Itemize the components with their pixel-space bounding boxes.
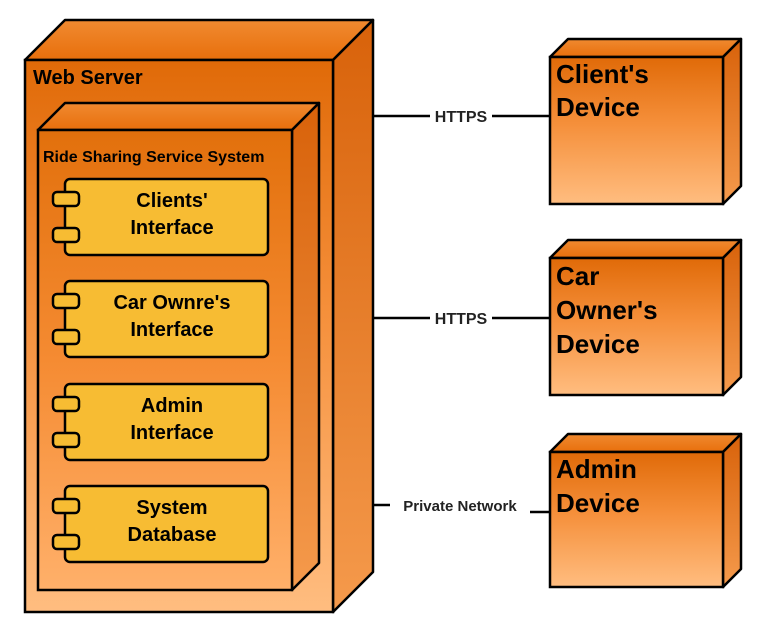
device-label: Owner's <box>556 295 658 325</box>
device-label: Device <box>556 488 640 518</box>
device-label: Device <box>556 92 640 122</box>
web-server-title: Web Server <box>33 67 143 89</box>
system-side-face <box>290 101 321 592</box>
client-device-top-face <box>548 37 743 59</box>
component-port-icon <box>51 226 81 244</box>
component-box <box>63 382 270 462</box>
connection-label: HTTPS <box>435 311 488 328</box>
component-label: Admin <box>141 395 203 417</box>
component-port-icon <box>51 292 81 310</box>
device-label: Client's <box>556 59 649 89</box>
component-port-icon <box>51 497 81 515</box>
connection-label: Private Network <box>403 498 517 515</box>
component-box <box>63 279 270 359</box>
component-port-icon <box>51 190 81 208</box>
component-car-owner-interface: Car Ownre's Interface <box>51 279 270 359</box>
component-label: Clients' <box>136 190 207 212</box>
admin-device-top-face <box>548 432 743 454</box>
client-device-front-face <box>548 55 725 206</box>
connection-private-network: Private Network <box>373 498 550 515</box>
car-owner-device-node: Car Owner's Device <box>548 238 743 397</box>
component-port-icon <box>51 431 81 449</box>
device-label: Device <box>556 329 640 359</box>
component-label: Car Ownre's <box>113 292 230 314</box>
web-server-side-face <box>331 18 375 614</box>
component-box <box>63 484 270 564</box>
component-clients-interface: Clients' Interface <box>51 177 270 257</box>
component-label: System <box>136 497 207 519</box>
component-box <box>63 177 270 257</box>
admin-device-front-face <box>548 450 725 589</box>
connection-https-client: HTTPS <box>373 109 550 126</box>
device-label: Admin <box>556 454 637 484</box>
component-list: Clients' Interface Car Ownre's Interface… <box>51 177 270 564</box>
component-port-icon <box>51 328 81 346</box>
system-title: Ride Sharing Service System <box>43 149 264 166</box>
component-label: Interface <box>130 217 213 239</box>
component-admin-interface: Admin Interface <box>51 382 270 462</box>
component-label: Interface <box>130 422 213 444</box>
device-label: Car <box>556 261 599 291</box>
web-server-top-face <box>23 18 375 62</box>
car-owner-device-front-face <box>548 256 725 397</box>
admin-device-side-face <box>721 432 743 589</box>
client-device-node: Client's Device <box>548 37 743 206</box>
component-label: Interface <box>130 319 213 341</box>
connection-https-car-owner: HTTPS <box>373 311 550 328</box>
car-owner-device-top-face <box>548 238 743 260</box>
system-top-face <box>36 101 321 132</box>
car-owner-device-side-face <box>721 238 743 397</box>
component-port-icon <box>51 533 81 551</box>
client-device-side-face <box>721 37 743 206</box>
connection-label: HTTPS <box>435 109 488 126</box>
admin-device-node: Admin Device <box>548 432 743 589</box>
component-port-icon <box>51 395 81 413</box>
component-system-database: System Database <box>51 484 270 564</box>
component-label: Database <box>128 524 217 546</box>
